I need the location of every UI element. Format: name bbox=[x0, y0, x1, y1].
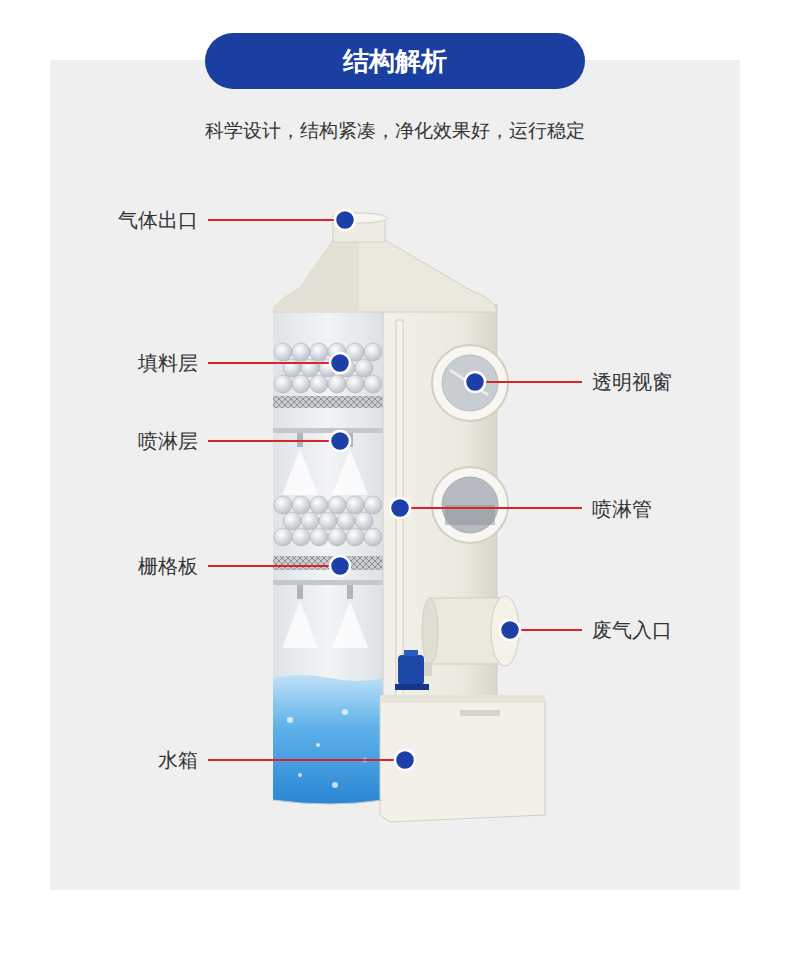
callout-label: 废气入口 bbox=[592, 618, 672, 642]
callout-label: 气体出口 bbox=[118, 208, 198, 232]
subtitle: 科学设计，结构紧凑，净化效果好，运行稳定 bbox=[205, 118, 585, 144]
water-box bbox=[380, 695, 545, 822]
transparent-window-lower bbox=[432, 467, 508, 543]
title-banner bbox=[205, 33, 585, 89]
grid-plate bbox=[273, 396, 383, 408]
water-tank-water bbox=[273, 675, 383, 804]
grid-plate-lower bbox=[273, 556, 383, 570]
exhaust-inlet bbox=[422, 596, 519, 666]
callout-label: 栅格板 bbox=[138, 554, 198, 578]
packing-layer-lower bbox=[274, 496, 382, 546]
spray-nozzles bbox=[282, 433, 368, 495]
title-text: 结构解析 bbox=[343, 44, 447, 79]
callout-label: 透明视窗 bbox=[592, 370, 672, 394]
callout-label: 喷淋管 bbox=[592, 497, 652, 521]
background-panel bbox=[50, 60, 740, 890]
pump bbox=[395, 650, 432, 690]
callout-dots bbox=[330, 210, 520, 770]
callout-label: 喷淋层 bbox=[138, 429, 198, 453]
callout-label: 水箱 bbox=[158, 748, 198, 772]
packing-layer bbox=[274, 343, 382, 393]
spray-nozzles-lower bbox=[282, 585, 368, 648]
callout-label: 填料层 bbox=[138, 351, 198, 375]
spray-header-lower bbox=[273, 580, 383, 585]
spray-header bbox=[273, 428, 383, 433]
tower-cone bbox=[273, 240, 497, 312]
leader-lines bbox=[208, 220, 582, 760]
